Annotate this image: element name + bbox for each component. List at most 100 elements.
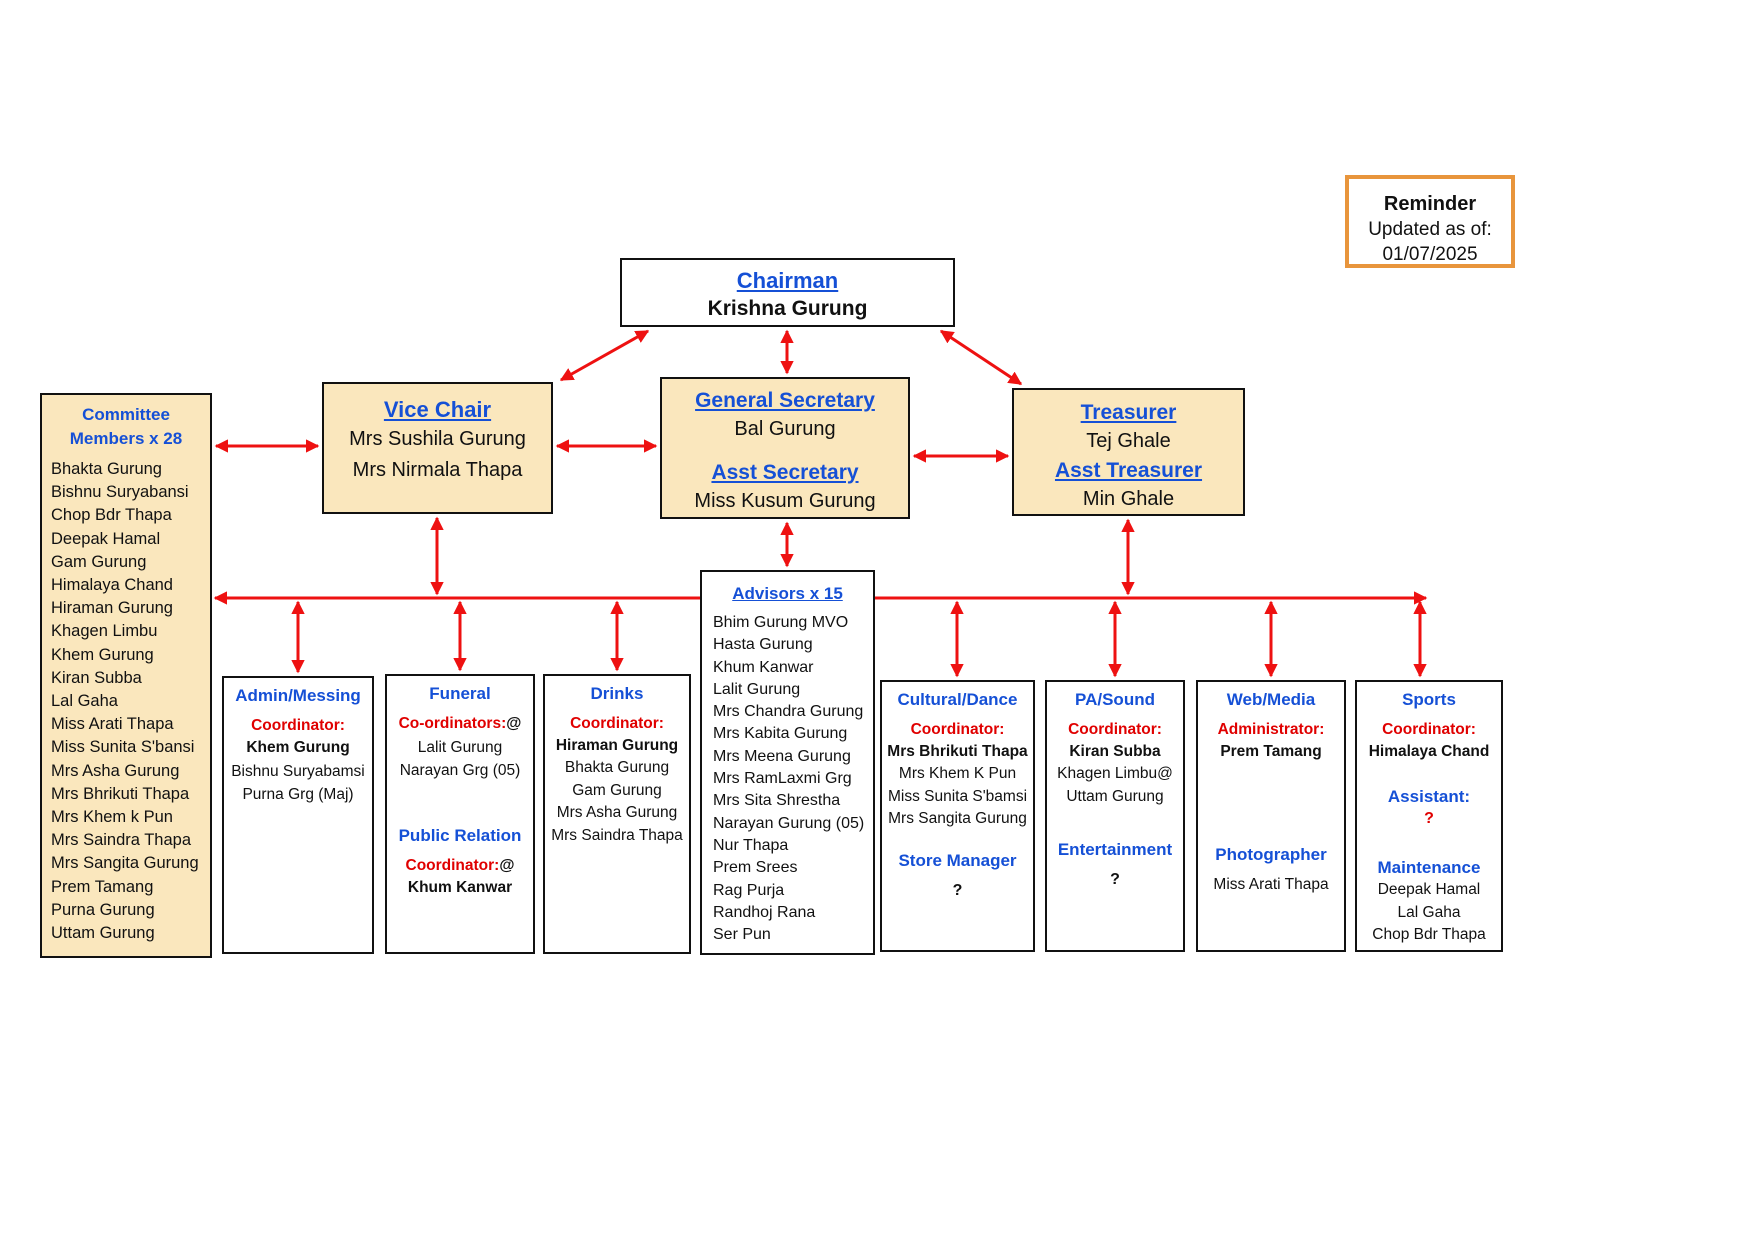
pa-sound-member-list: Khagen Limbu@ Uttam Gurung	[1050, 763, 1180, 808]
member-name: Mrs Meena Gurung	[713, 747, 851, 765]
vice-chair-title: Vice Chair	[383, 397, 492, 422]
member-name: Narayan Gurung (05)	[713, 814, 865, 832]
member-name: Khagen Limbu@	[1057, 765, 1173, 782]
photographer-name: Miss Arati Thapa	[1213, 876, 1329, 893]
member-name: Himalaya Chand	[51, 576, 173, 595]
web-media-administrator-name: Prem Tamang	[1220, 743, 1322, 760]
member-name: Purna Grg (Maj)	[242, 785, 354, 803]
member-name: Miss Sunita S'bansi	[51, 738, 195, 757]
reminder-box: Reminder Updated as of: 01/07/2025	[1345, 175, 1515, 268]
general-secretary-box: General Secretary Bal Gurung Asst Secret…	[660, 377, 910, 519]
admin-messing-title: Admin/Messing	[235, 686, 361, 705]
member-name: Narayan Grg (05)	[399, 761, 521, 779]
photographer-title: Photographer	[1215, 845, 1327, 864]
treasurer-title: Treasurer	[1080, 401, 1177, 424]
member-name: Bhakta Gurung	[564, 759, 670, 776]
member-name: Mrs Chandra Gurung	[713, 703, 864, 721]
member-name: Khagen Limbu	[51, 622, 158, 641]
member-name: Randhoj Rana	[713, 903, 816, 921]
chairman-title: Chairman	[736, 268, 839, 293]
member-name: Mrs Sita Shrestha	[713, 792, 841, 810]
member-name: Mrs Khem K Pun	[898, 765, 1017, 782]
spacer	[662, 445, 908, 459]
pa-sound-box: PA/Sound Coordinator: Kiran Subba Khagen…	[1045, 680, 1185, 952]
member-name: Miss Sunita S'bamsi	[887, 787, 1028, 805]
member-name: Deepak Hamal	[51, 529, 161, 548]
chairman-box: Chairman Krishna Gurung	[620, 258, 955, 327]
sports-title: Sports	[1402, 690, 1456, 709]
member-name: Bishnu Suryabansi	[51, 483, 189, 502]
web-media-title: Web/Media	[1226, 690, 1316, 709]
funeral-coordinator-suffix: @	[506, 715, 522, 732]
committee-title: Committee Members x 28	[42, 403, 210, 451]
member-name: Purna Gurung	[51, 900, 155, 919]
funeral-coordinator-label-line: Co-ordinators:@	[390, 713, 530, 735]
drinks-title: Drinks	[590, 684, 644, 703]
entertainment-value: ?	[1110, 871, 1120, 888]
drinks-box: Drinks Coordinator: Hiraman Gurung Bhakt…	[543, 674, 691, 954]
cultural-dance-box: Cultural/Dance Coordinator: Mrs Bhrikuti…	[880, 680, 1035, 952]
vice-chair-box: Vice Chair Mrs Sushila Gurung Mrs Nirmal…	[322, 382, 553, 514]
member-name: Chop Bdr Thapa	[51, 506, 172, 525]
member-name: Lalit Gurung	[713, 680, 801, 698]
drinks-coordinator-label: Coordinator:	[570, 715, 664, 732]
member-name: Gam Gurung	[51, 552, 147, 571]
member-name: Bhakta Gurung	[51, 460, 162, 478]
web-media-administrator-label: Administrator:	[1217, 721, 1325, 738]
admin-coordinator-label: Coordinator:	[251, 717, 345, 734]
member-name: Chop Bdr Thapa	[1372, 926, 1486, 943]
reminder-updated-label: Updated as of:	[1368, 219, 1492, 240]
asst-treasurer-name: Min Ghale	[1082, 488, 1175, 510]
member-name: Hiraman Gurung	[51, 599, 173, 618]
public-relation-coordinator-label: Coordinator:	[405, 857, 500, 874]
member-name: Uttam Gurung	[1066, 787, 1164, 805]
cultural-dance-title: Cultural/Dance	[897, 690, 1018, 709]
connector-chairman-treasurer	[939, 329, 1023, 386]
reminder-updated-date: 01/07/2025	[1382, 244, 1478, 265]
vice-chair-name-1: Mrs Sushila Gurung	[349, 428, 526, 450]
advisors-box: Advisors x 15 Bhim Gurung MVO Hasta Gurun…	[700, 570, 875, 955]
cultural-coordinator-name: Mrs Bhrikuti Thapa	[887, 743, 1028, 760]
connector-chairman-vicechair	[559, 329, 650, 382]
member-name: Khum Kanwar	[713, 658, 814, 676]
admin-coordinator-name: Khem Gurung	[246, 739, 350, 756]
member-name: Prem Tamang	[51, 877, 154, 896]
member-name: Lal Gaha	[1397, 903, 1461, 921]
member-name: Gam Gurung	[572, 781, 662, 799]
member-name: Miss Arati Thapa	[51, 715, 174, 734]
drinks-coordinator-name: Hiraman Gurung	[555, 737, 679, 754]
committee-title-line1: Committee	[82, 405, 170, 424]
treasurer-name: Tej Ghale	[1086, 430, 1171, 452]
public-relation-coordinator-suffix: @	[499, 857, 515, 874]
member-name: Bishnu Suryabamsi	[231, 763, 365, 780]
member-name: Mrs Kabita Gurung	[713, 725, 848, 743]
member-name: Prem Srees	[713, 859, 798, 877]
pa-sound-coordinator-name: Kiran Subba	[1069, 743, 1161, 760]
web-media-box: Web/Media Administrator: Prem Tamang Pho…	[1196, 680, 1346, 952]
member-name: Nur Thapa	[713, 836, 789, 854]
member-name: Mrs Saindra Thapa	[551, 826, 683, 844]
member-name: Mrs Bhrikuti Thapa	[51, 784, 190, 803]
general-secretary-title: General Secretary	[695, 389, 875, 412]
store-manager-title: Store Manager	[898, 850, 1017, 870]
assistant-title: Assistant:	[1387, 787, 1471, 806]
member-name: Uttam Gurung	[51, 924, 155, 943]
committee-title-line2: Members x 28	[69, 429, 183, 448]
treasurer-box: Treasurer Tej Ghale Asst Treasurer Min G…	[1012, 388, 1245, 516]
member-name: Mrs Asha Gurung	[556, 804, 678, 821]
member-name: Hasta Gurung	[713, 636, 813, 654]
entertainment-title: Entertainment	[1057, 840, 1173, 859]
general-secretary-name: Bal Gurung	[734, 418, 836, 440]
public-relation-label-line: Coordinator:@	[390, 855, 530, 877]
chairman-name: Krishna Gurung	[707, 297, 868, 320]
advisors-title: Advisors x 15	[732, 584, 843, 603]
member-name: Bhim Gurung MVO	[713, 614, 849, 631]
